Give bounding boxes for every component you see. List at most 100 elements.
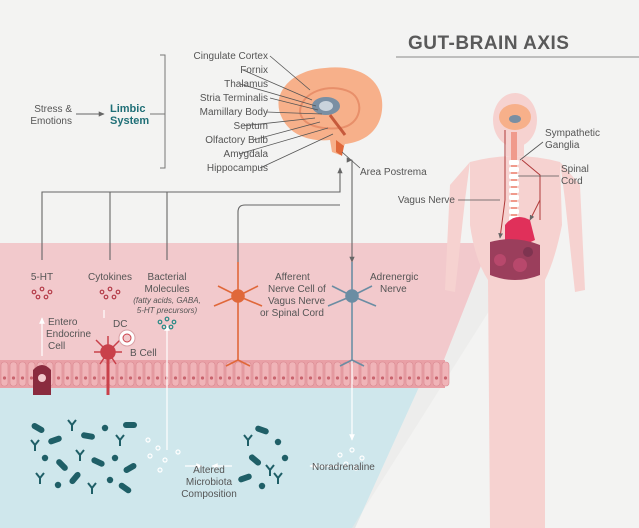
bacterium <box>255 425 269 435</box>
microbiota-cluster-left <box>30 419 137 494</box>
epithelial-cell <box>117 361 126 387</box>
cell-nucleus <box>317 376 322 380</box>
cell-nucleus <box>74 376 79 380</box>
vertebra <box>509 202 519 207</box>
bacterium <box>248 454 262 466</box>
cell-nucleus <box>209 376 214 380</box>
bacterium <box>31 423 45 433</box>
epithelial-cell <box>441 361 450 387</box>
bacterium <box>106 476 114 484</box>
vertebra <box>509 160 519 165</box>
altered-label-line2: Microbiota <box>186 477 233 488</box>
bacterium <box>75 449 85 461</box>
afferent-label-line2: Nerve Cell of <box>268 284 326 295</box>
cell-nucleus <box>425 376 430 380</box>
dendritic-cell <box>94 336 122 395</box>
cell-nucleus <box>335 376 340 380</box>
bacterium <box>41 454 49 462</box>
enteroendocrine-cell <box>33 365 51 395</box>
epithelial-cell <box>405 361 414 387</box>
afferent-label-line3: Vagus Nerve <box>268 296 326 307</box>
bacterium <box>281 454 289 462</box>
bacterium <box>274 438 282 446</box>
bacterium <box>123 422 137 428</box>
cell-nucleus <box>56 376 61 380</box>
bacterium <box>35 472 45 484</box>
limbic-bracket <box>160 54 166 169</box>
cell-nucleus <box>236 376 241 380</box>
bacterial-label-line1: Bacterial <box>148 272 187 283</box>
body-nerve-paths <box>498 130 541 239</box>
epithelial-cell <box>198 361 207 387</box>
epithelial-cell <box>369 361 378 387</box>
cell-nucleus <box>191 376 196 380</box>
epithelial-cell <box>90 361 99 387</box>
bacterium <box>54 481 62 489</box>
released-molecules <box>145 437 365 473</box>
epithelial-cell <box>252 361 261 387</box>
bacterium <box>238 473 252 483</box>
epithelial-cell <box>126 361 135 387</box>
epithelial-cell <box>225 361 234 387</box>
bacterial-sub-line2: 5-HT precursors) <box>137 306 198 315</box>
vertebra <box>509 188 519 193</box>
ht5-molecules <box>31 286 53 300</box>
vertebra <box>509 195 519 200</box>
cell-nucleus <box>389 376 394 380</box>
body-brain <box>499 104 531 130</box>
cell-nucleus <box>173 376 178 380</box>
cell-nucleus <box>362 376 367 380</box>
sympathetic-pointer <box>519 141 544 161</box>
bacterium <box>56 459 68 471</box>
epithelial-cell <box>351 361 360 387</box>
cell-nucleus <box>2 376 7 380</box>
gut-tissue-region <box>0 243 490 370</box>
sympathetic-label-line2: Ganglia <box>545 140 580 151</box>
epithelial-cell <box>9 361 18 387</box>
epithelial-cell <box>306 361 315 387</box>
region-pointer-lines <box>238 55 334 169</box>
cell-nucleus <box>20 376 25 380</box>
altered-label-line3: Composition <box>181 489 237 500</box>
bacterium <box>115 434 125 446</box>
cell-nucleus <box>299 376 304 380</box>
cell-nucleus <box>344 376 349 380</box>
epithelium-layer <box>0 360 450 388</box>
afferent-neuron <box>213 262 263 367</box>
dc-label: DC <box>113 319 127 330</box>
cell-nucleus <box>128 376 133 380</box>
cell-nucleus <box>83 376 88 380</box>
brain-region-label: Stria Terminalis <box>200 93 268 104</box>
cell-nucleus <box>272 376 277 380</box>
brain-region-label: Hippocampus <box>207 163 268 174</box>
cell-nucleus <box>443 376 448 380</box>
epithelial-cell <box>279 361 288 387</box>
brain-region-label: Amygdala <box>224 149 269 160</box>
epithelial-cell <box>135 361 144 387</box>
bacterium <box>243 434 253 446</box>
altered-label-line1: Altered <box>193 465 225 476</box>
brain-region-label: Cingulate Cortex <box>194 51 268 62</box>
cell-nucleus <box>326 376 331 380</box>
epithelial-cell <box>270 361 279 387</box>
bacterium <box>48 435 62 445</box>
cell-nucleus <box>137 376 142 380</box>
epithelial-cell <box>180 361 189 387</box>
bcell-label: B Cell <box>130 348 157 359</box>
epithelial-cell <box>387 361 396 387</box>
adrenergic-label-line2: Nerve <box>380 284 407 295</box>
noradrenaline-label: Noradrenaline <box>312 462 375 473</box>
bacterium <box>265 464 275 476</box>
bacterium <box>81 432 95 440</box>
page-title: GUT-BRAIN AXIS <box>408 33 569 54</box>
epithelial-cell <box>423 361 432 387</box>
epithelial-cell <box>63 361 72 387</box>
spinal-label-line2: Cord <box>561 176 583 187</box>
bacterium <box>69 471 81 485</box>
brain-region-label: Thalamus <box>224 79 268 90</box>
cell-nucleus <box>398 376 403 380</box>
microbiota-cluster-right <box>238 425 289 490</box>
epithelial-cell <box>360 361 369 387</box>
